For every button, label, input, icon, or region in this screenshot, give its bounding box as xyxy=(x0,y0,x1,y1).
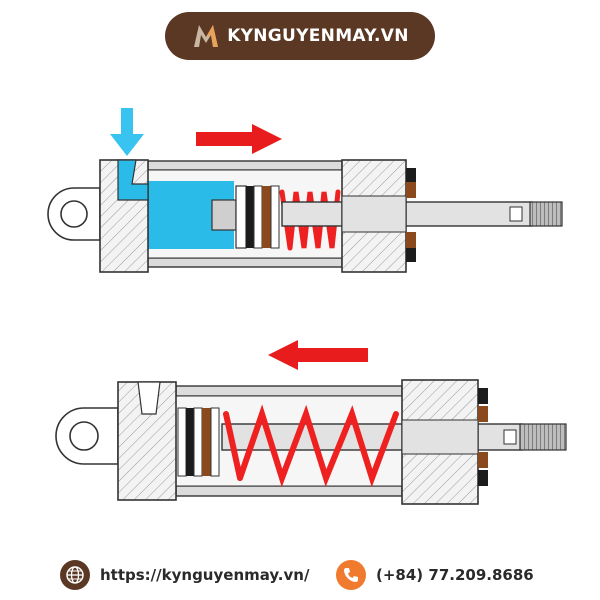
brand-banner: KYNGUYENMAY.VN xyxy=(165,12,435,60)
panel-extend xyxy=(47,108,563,273)
barrel-bottom-wall xyxy=(175,485,403,497)
phone-icon xyxy=(336,560,366,590)
motion-arrow-right xyxy=(196,124,282,154)
km-monogram-icon xyxy=(194,25,219,47)
front-end-cap xyxy=(341,159,416,273)
front-end-cap xyxy=(401,379,488,505)
website-link[interactable]: https://kynguyenmay.vn/ xyxy=(100,566,310,584)
rear-end-cap xyxy=(99,159,149,273)
brand-name: KYNGUYENMAY.VN xyxy=(227,26,409,46)
globe-icon xyxy=(60,560,90,590)
barrel-bottom-wall xyxy=(147,257,343,268)
piston-seals xyxy=(235,185,280,249)
barrel-top-wall xyxy=(147,160,343,171)
footer-website[interactable]: https://kynguyenmay.vn/ xyxy=(60,558,309,592)
return-spring xyxy=(223,404,399,488)
phone-number[interactable]: (+84) 77.209.8686 xyxy=(376,566,534,584)
piston-rod xyxy=(281,201,533,227)
piston-seals xyxy=(177,407,220,477)
fluid-inlet-arrow xyxy=(110,108,144,156)
footer-phone[interactable]: (+84) 77.209.8686 xyxy=(336,558,534,592)
rear-end-cap xyxy=(117,381,177,501)
panel-retract xyxy=(55,340,567,505)
barrel-top-wall xyxy=(175,385,403,397)
motion-arrow-left xyxy=(268,340,368,370)
eye-mount xyxy=(55,407,119,465)
eye-mount xyxy=(47,187,101,241)
rod-thread xyxy=(519,423,567,451)
rod-thread xyxy=(529,201,563,227)
